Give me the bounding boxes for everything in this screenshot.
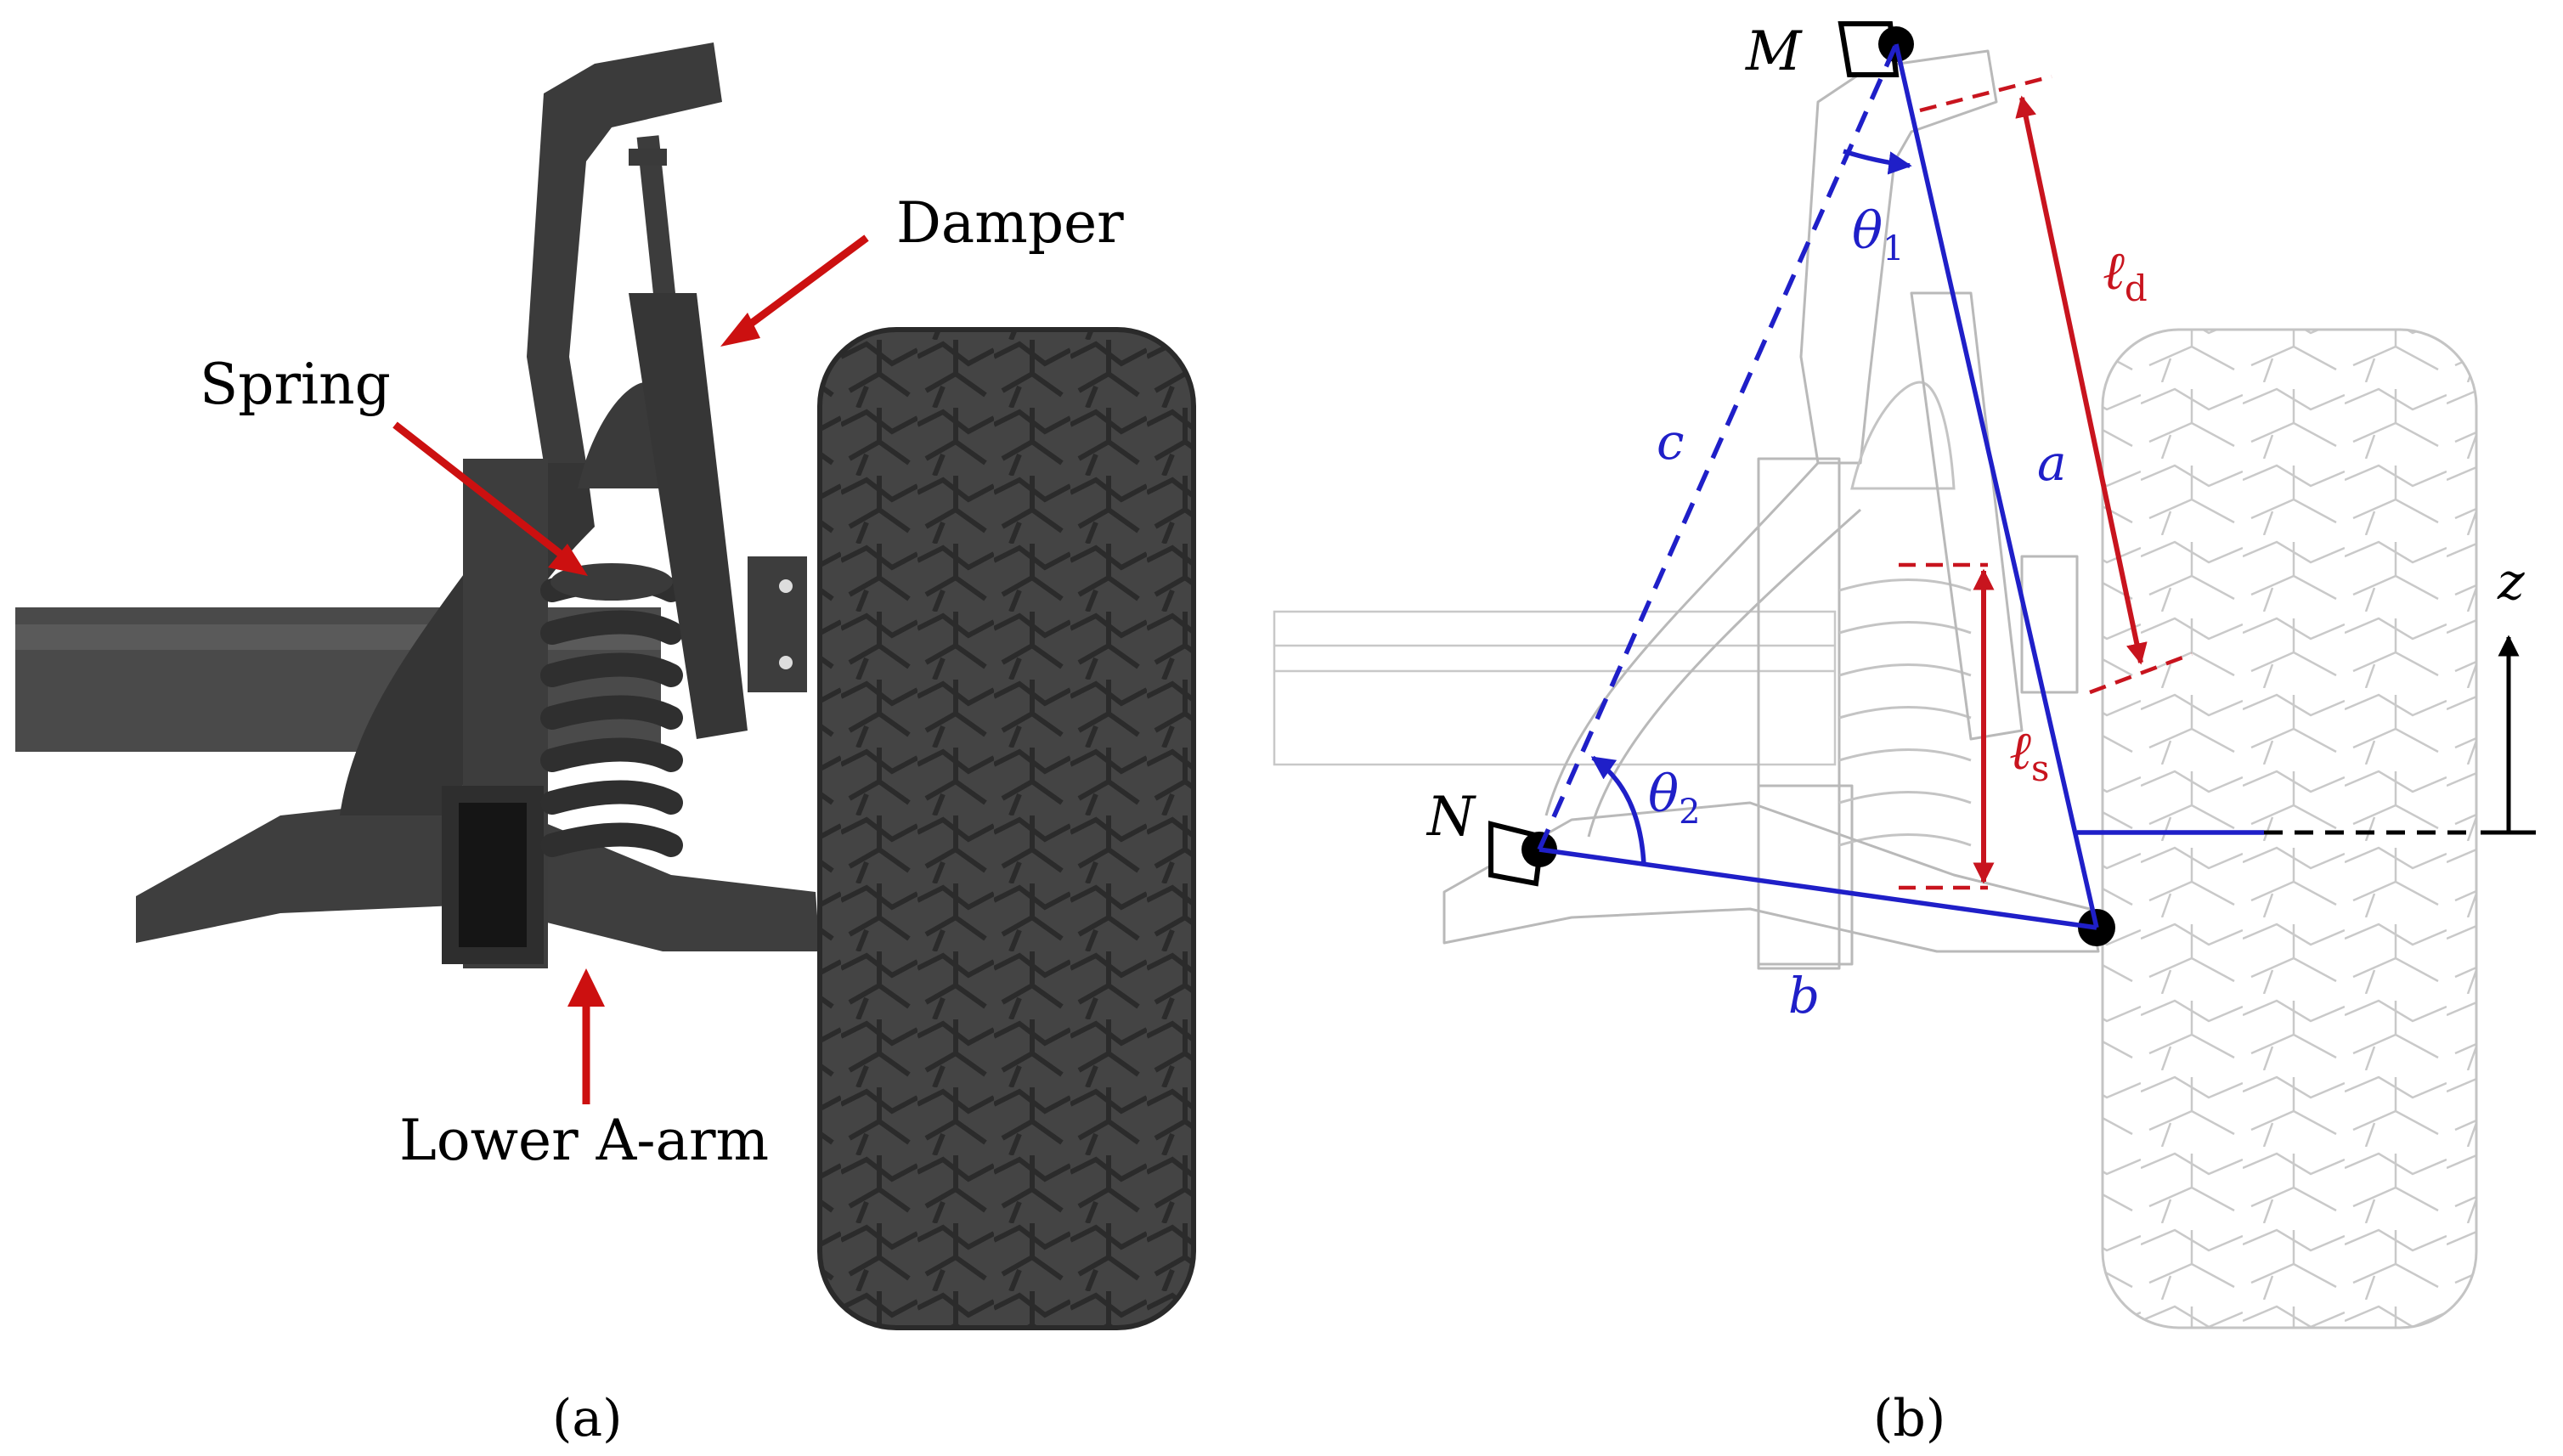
theta1-label: θ1 — [1852, 201, 1905, 268]
theta2-symbol: θ — [1648, 765, 1679, 824]
theta1-subscript: 1 — [1883, 229, 1904, 268]
panel-b-outline — [1273, 49, 2478, 1329]
link-b-label: b — [1788, 967, 1820, 1024]
theta2-subscript: 2 — [1679, 793, 1700, 832]
panel-a-caption: (a) — [552, 1389, 623, 1448]
damper-length-dimension — [1919, 74, 2193, 695]
mount-tower-part — [527, 42, 722, 463]
point-m-label: M — [1745, 20, 1803, 83]
spring-length-label: ℓs — [2009, 720, 2049, 789]
damper-label: Damper — [896, 190, 1124, 256]
spring-label: Spring — [200, 352, 391, 417]
linkage — [1537, 42, 2099, 930]
callout-damper: Damper — [720, 190, 1124, 347]
point-n-label: N — [1425, 786, 1476, 849]
link-b — [1538, 847, 2097, 930]
ls-symbol: ℓ — [2009, 720, 2031, 782]
theta2-arc — [1590, 755, 1646, 865]
link-a-label: a — [2037, 434, 2067, 492]
spring-length-dimension — [1899, 562, 1995, 890]
link-c — [1537, 42, 1899, 851]
callout-lower-arm: Lower A-arm — [399, 968, 769, 1173]
ls-subscript: s — [2031, 748, 2050, 789]
damper-part — [629, 135, 807, 739]
link-c-label: c — [1657, 413, 1684, 471]
tire-part — [817, 327, 1196, 1330]
theta1-symbol: θ — [1852, 201, 1883, 261]
link-a — [1894, 43, 2099, 928]
damper-length-label: ℓd — [2103, 240, 2148, 309]
callout-spring: Spring — [200, 352, 588, 576]
panel-b-caption: (b) — [1873, 1389, 1945, 1448]
z-axis-label: z — [2497, 552, 2525, 612]
ld-subscript: d — [2125, 268, 2148, 309]
theta2-label: θ2 — [1648, 765, 1701, 832]
lower-arm-label: Lower A-arm — [399, 1108, 769, 1173]
theta1-arc — [1843, 149, 1912, 175]
panel-a-rendering — [15, 42, 1196, 1330]
ld-symbol: ℓ — [2103, 240, 2125, 302]
